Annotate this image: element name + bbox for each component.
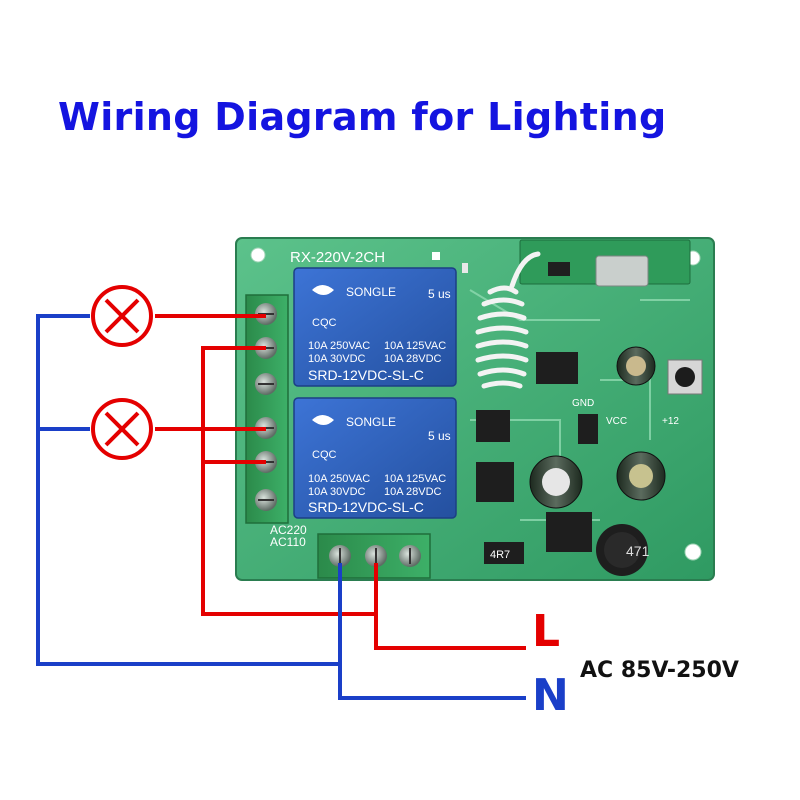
- relay-rating-left-1: 10A 250VAC: [308, 340, 370, 352]
- ic-chip: [476, 410, 510, 442]
- led-pad: [432, 252, 440, 260]
- neutral-wires: [36, 314, 526, 700]
- relay-rating-left-1: 10A 250VAC: [308, 473, 370, 485]
- relay-model: SRD-12VDC-SL-C: [308, 367, 424, 383]
- relay-rating-left-2: 10A 30VDC: [308, 353, 366, 365]
- regulator-chip: [476, 462, 514, 502]
- terminal-screw: [399, 545, 421, 567]
- relay-rating-left-2: 10A 30VDC: [308, 486, 366, 498]
- capacitor: [616, 346, 656, 386]
- live-wire-bus: [201, 346, 376, 616]
- ic-chip: [536, 352, 578, 384]
- relay-cert: CQC: [312, 449, 337, 461]
- power-inductor: [596, 524, 648, 576]
- terminal-screw: [255, 489, 277, 511]
- songle-logo-icon: [312, 285, 334, 295]
- rf-chip: [548, 262, 570, 276]
- relay-rating-right-2: 10A 28VDC: [384, 486, 442, 498]
- supply-voltage-label: AC 85V-250V: [580, 658, 739, 683]
- ac220-mark: AC220: [270, 523, 307, 537]
- relay-2: SONGLE 5 us CQC 10A 250VAC 10A 30VDC 10A…: [293, 397, 457, 519]
- lamp-2-icon: [91, 398, 153, 460]
- terminal-screw: [255, 373, 277, 395]
- board-model-label: RX-220V-2CH: [290, 249, 385, 266]
- terminal-screw: [329, 545, 351, 567]
- inductor-label: 4R7: [490, 549, 510, 561]
- rf-receiver-module: [519, 239, 691, 287]
- crystal-oscillator: [595, 255, 649, 287]
- lamp-1-icon: [91, 285, 153, 347]
- relay-brand: SONGLE: [346, 415, 396, 429]
- relay-brand: SONGLE: [346, 285, 396, 299]
- vcc-label: VCC: [606, 416, 627, 427]
- ic-chip: [546, 512, 592, 552]
- relay-rating-right-1: 10A 125VAC: [384, 473, 446, 485]
- relay-rating-right-2: 10A 28VDC: [384, 353, 442, 365]
- pair-push-button: [667, 359, 703, 395]
- relay-ul-mark: 5 us: [428, 429, 451, 443]
- relay-cert: CQC: [312, 317, 337, 329]
- songle-logo-icon: [312, 415, 334, 425]
- transistor: [578, 414, 598, 444]
- capacitor: [529, 455, 583, 509]
- gnd-label: GND: [572, 398, 594, 409]
- led: [462, 263, 468, 273]
- inductor-value-label: 471: [626, 543, 650, 559]
- capacitor: [616, 451, 666, 501]
- plus12-label: +12: [662, 416, 679, 427]
- live-wire-main: [374, 563, 526, 650]
- relay-rating-right-1: 10A 125VAC: [384, 340, 446, 352]
- diagram-title: Wiring Diagram for Lighting: [58, 95, 667, 139]
- neutral-wire-main: [338, 563, 526, 700]
- neutral-label: N: [532, 670, 569, 721]
- neutral-wire-bus: [36, 314, 340, 666]
- antenna-coil: [475, 251, 541, 389]
- terminal-screw: [365, 545, 387, 567]
- relay-ul-mark: 5 us: [428, 287, 451, 301]
- output-terminal-block: [245, 294, 289, 524]
- live-label: L: [532, 606, 561, 657]
- live-wires: [155, 314, 526, 650]
- relay-1: SONGLE 5 us CQC 10A 250VAC 10A 30VDC 10A…: [293, 267, 457, 387]
- ac110-mark: AC110: [270, 535, 306, 549]
- inductor-small: [484, 542, 524, 564]
- relay-model: SRD-12VDC-SL-C: [308, 499, 424, 515]
